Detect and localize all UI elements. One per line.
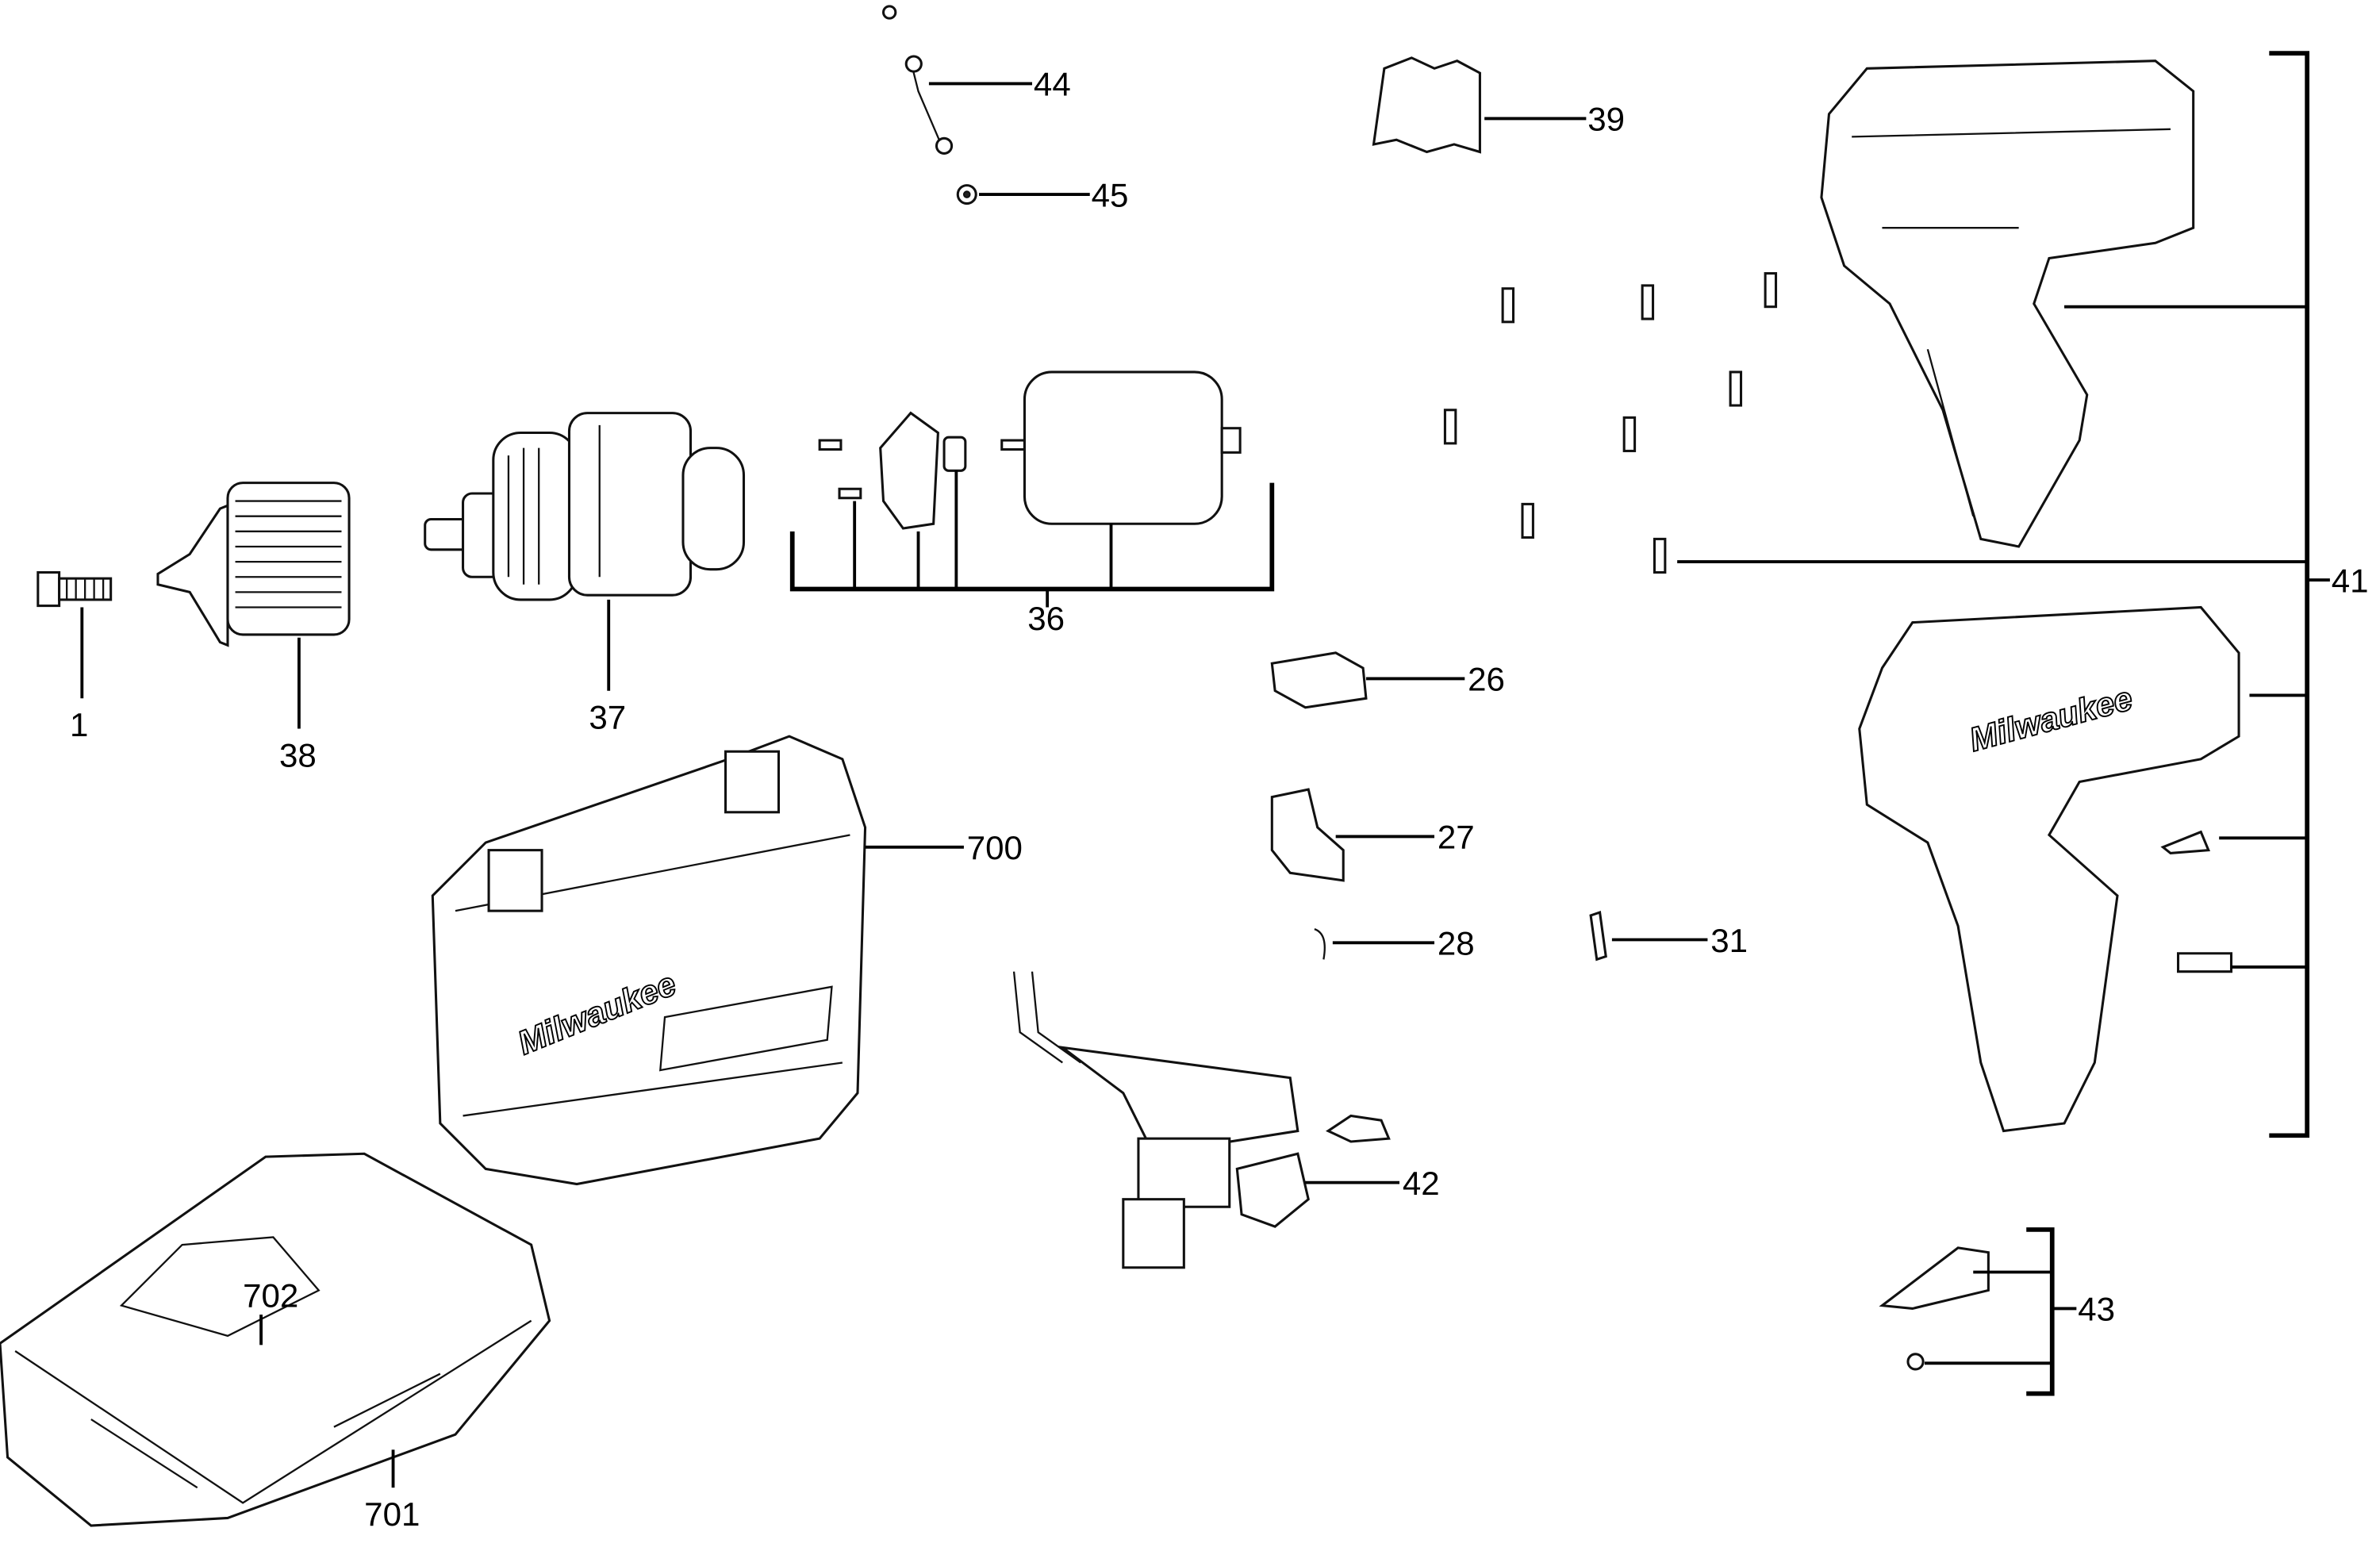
- callout-45: 45: [1092, 176, 1129, 213]
- part-42-switch-assembly: [1012, 971, 1391, 1269]
- housing-screws: [1443, 272, 1778, 574]
- part-43-belt-clip: [1879, 1246, 1990, 1371]
- part-45-screw: [956, 184, 977, 205]
- callout-39: 39: [1587, 101, 1625, 138]
- part-701-case-insert: [0, 1152, 551, 1527]
- part-41-housing-set: Milwaukee: [1820, 60, 2240, 1133]
- part-31-contact: [1589, 911, 1607, 962]
- callout-31: 31: [1710, 922, 1748, 959]
- part-700-carry-case: Milwaukee: [431, 735, 867, 1186]
- callout-702: 702: [243, 1277, 298, 1315]
- callout-27: 27: [1438, 819, 1475, 856]
- callout-26: 26: [1468, 661, 1505, 698]
- part-1-chuck-screw: [36, 570, 113, 608]
- part-28-spring: [1314, 928, 1326, 960]
- callout-701: 701: [364, 1495, 420, 1533]
- part-39-label: [1372, 56, 1481, 154]
- callout-38: 38: [279, 736, 317, 774]
- callout-28: 28: [1438, 925, 1475, 962]
- part-36-motor-assembly: [818, 370, 1242, 530]
- callout-36: 36: [1027, 600, 1065, 637]
- callout-42: 42: [1403, 1165, 1440, 1202]
- callout-44: 44: [1034, 66, 1071, 103]
- part-26-switch-slider: [1270, 651, 1368, 709]
- callout-700: 700: [967, 829, 1023, 866]
- callout-43: 43: [2078, 1291, 2115, 1328]
- part-27-forward-reverse-switch: [1270, 788, 1345, 882]
- part-44-spring-clip: [881, 5, 954, 155]
- callout-1: 1: [70, 706, 88, 743]
- callout-41: 41: [2332, 562, 2369, 599]
- part-37-gearbox: [424, 412, 746, 601]
- callout-37: 37: [589, 699, 626, 736]
- part-38-keyless-chuck: [156, 482, 351, 647]
